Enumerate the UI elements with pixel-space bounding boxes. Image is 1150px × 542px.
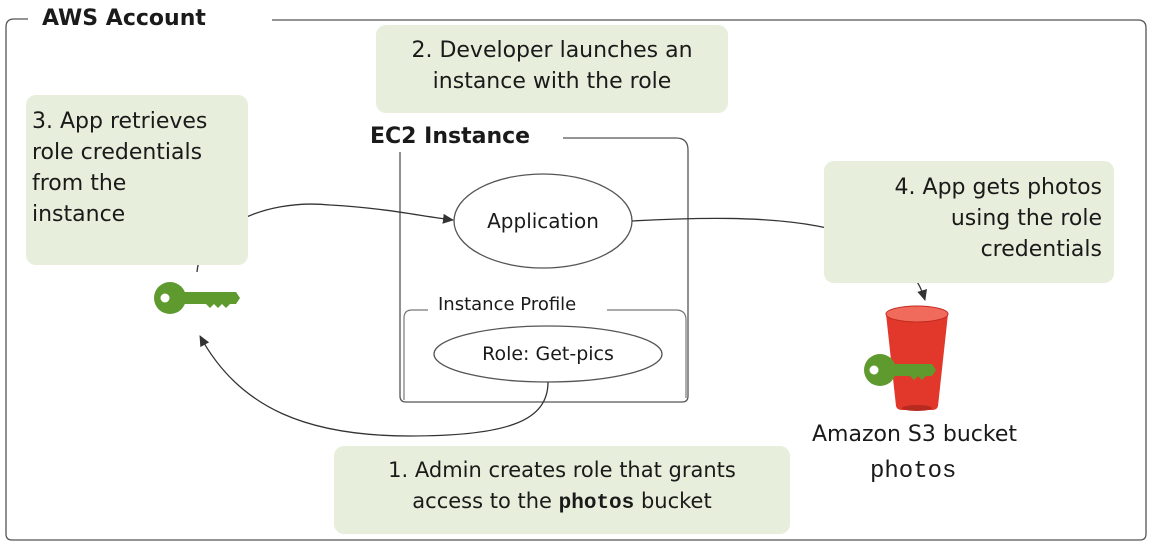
note-step-3-line-3: from the [32, 171, 127, 196]
instance-profile-frame [403, 309, 687, 400]
s3-bucket-icon [864, 305, 949, 411]
ec2-instance-title: EC2 Instance [366, 126, 539, 148]
note-step-3-line-2: role credentials [32, 140, 203, 165]
note-step-4: 4. App gets photos using the role creden… [824, 161, 1114, 283]
role-label: Role: Get-pics [482, 343, 614, 365]
instance-profile-title: Instance Profile [432, 294, 583, 315]
note-step-3: 3. App retrieves role credentials from t… [26, 95, 248, 265]
note-step-3-line-1: 3. App retrieves [32, 109, 208, 134]
note-step-1-line-2: access to the photos bucket [346, 486, 778, 519]
account-frame [5, 18, 1147, 541]
account-title: AWS Account [36, 8, 214, 30]
note-step-1-bucket-name: photos [558, 492, 635, 515]
note-step-1-line-2-suffix: bucket [634, 489, 712, 513]
application-label: Application [487, 209, 599, 233]
arrow-role-to-key [199, 335, 549, 437]
note-step-2-line-2: instance with the role [432, 69, 672, 94]
note-step-1-line-1: 1. Admin creates role that grants [388, 458, 736, 482]
bucket-label: Amazon S3 bucket [812, 422, 1017, 447]
note-step-2: 2. Developer launches an instance with t… [376, 25, 728, 113]
note-step-4-line-3: credentials [980, 237, 1102, 262]
note-step-3-line-4: instance [32, 202, 126, 227]
ec2-instance-frame [399, 137, 689, 403]
note-step-1-line-2-prefix: access to the [412, 489, 559, 513]
note-step-4-line-2: using the role [950, 206, 1102, 231]
key-icon [154, 282, 240, 314]
note-step-1: 1. Admin creates role that grants access… [334, 446, 790, 534]
note-step-2-line-1: 2. Developer launches an [411, 38, 693, 63]
note-step-4-line-1: 4. App gets photos [894, 175, 1102, 200]
bucket-name: photos [870, 458, 957, 485]
